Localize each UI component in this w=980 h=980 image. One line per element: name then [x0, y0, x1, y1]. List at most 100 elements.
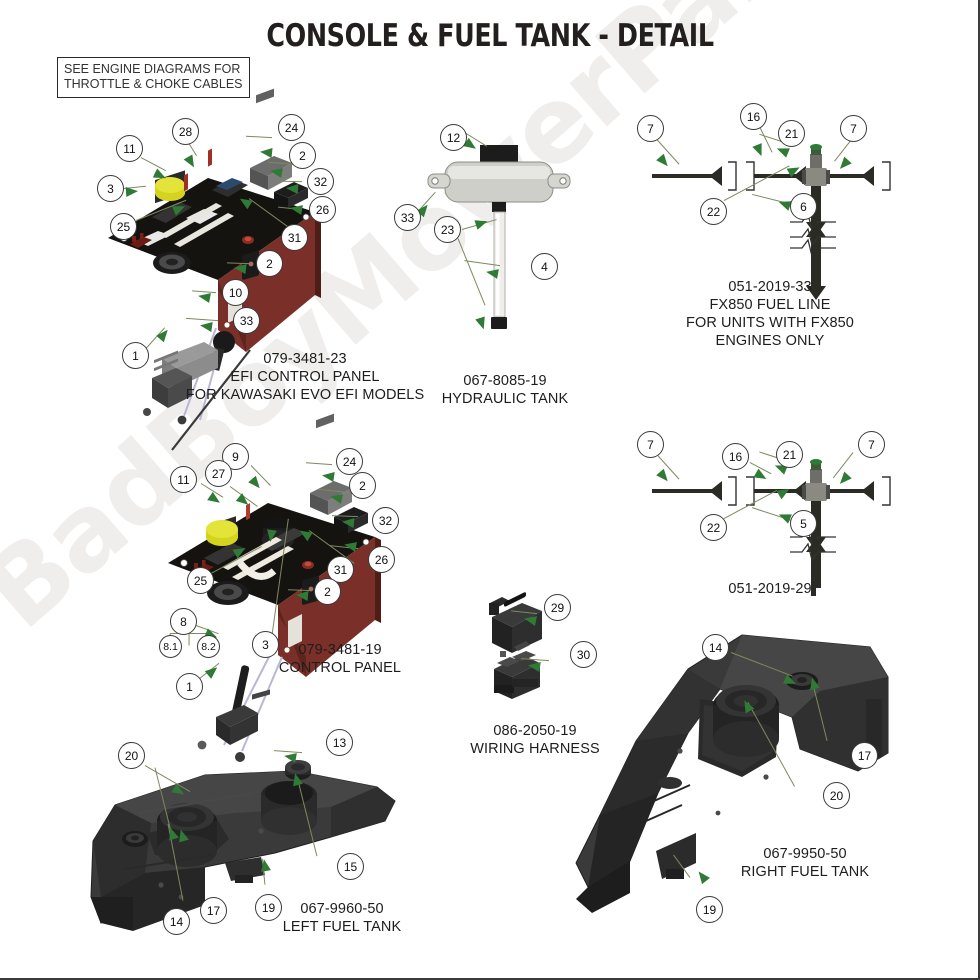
- callout-11[interactable]: 11: [116, 135, 143, 162]
- callout-7-right[interactable]: 7: [840, 115, 867, 142]
- callout-2-panel-top[interactable]: 2: [349, 472, 376, 499]
- arrow-head: [295, 589, 309, 601]
- right-fuel-tank-caption: 067-9950-50 RIGHT FUEL TANK: [700, 845, 910, 881]
- callout-19-right[interactable]: 19: [696, 896, 723, 923]
- arrow-head: [289, 202, 303, 215]
- fx850-part-number: 051-2019-33: [728, 279, 812, 295]
- callout-20-right[interactable]: 20: [823, 782, 850, 809]
- page-title: CONSOLE & FUEL TANK - DETAIL: [266, 18, 714, 54]
- callout-12[interactable]: 12: [440, 124, 467, 151]
- efi-control-panel-art: [108, 88, 321, 451]
- hyd-part-name: HYDRAULIC TANK: [441, 391, 569, 407]
- callout-24-panel[interactable]: 24: [336, 448, 363, 475]
- fuel-line-29-lower-stem: [790, 538, 836, 596]
- left-fuel-tank-caption: 067-9960-50 LEFT FUEL TANK: [232, 900, 452, 936]
- callout-14-right[interactable]: 14: [702, 634, 729, 661]
- callout-16[interactable]: 16: [740, 103, 767, 130]
- fx850-part-name: FX850 FUEL LINE: [709, 297, 831, 313]
- hydraulic-tank-art: [427, 145, 571, 329]
- callout-32-panel[interactable]: 32: [372, 507, 399, 534]
- callout-25-panel[interactable]: 25: [187, 567, 214, 594]
- arrow-head: [265, 529, 277, 543]
- callout-33[interactable]: 33: [233, 307, 260, 334]
- fuel-line-29-art: [652, 459, 891, 551]
- callout-28[interactable]: 28: [172, 118, 199, 145]
- callout-8-2[interactable]: 8.2: [197, 635, 220, 658]
- callout-16-29[interactable]: 16: [722, 443, 749, 470]
- callout-17-right[interactable]: 17: [851, 742, 878, 769]
- arrow-head: [527, 660, 541, 672]
- control-panel-art: [168, 413, 381, 762]
- right-tank-part-number: 067-9950-50: [763, 846, 847, 862]
- callout-7-right-29[interactable]: 7: [858, 431, 885, 458]
- callout-7-left-29[interactable]: 7: [637, 431, 664, 458]
- callout-21-29[interactable]: 21: [776, 441, 803, 468]
- callout-3-panel[interactable]: 3: [252, 631, 279, 658]
- arrow-head: [341, 516, 355, 528]
- hydraulic-tank-caption: 067-8085-19 HYDRAULIC TANK: [400, 372, 610, 408]
- callout-29[interactable]: 29: [544, 594, 571, 621]
- callout-30[interactable]: 30: [570, 641, 597, 668]
- arrow-head: [485, 266, 499, 279]
- callout-19-left[interactable]: 19: [255, 894, 282, 921]
- callout-1-panel[interactable]: 1: [176, 673, 203, 700]
- callout-14-left[interactable]: 14: [163, 908, 190, 935]
- callout-13-left[interactable]: 13: [326, 729, 353, 756]
- callout-27[interactable]: 27: [205, 460, 232, 487]
- harness-part-name: WIRING HARNESS: [470, 741, 600, 757]
- callout-9[interactable]: 9: [222, 443, 249, 470]
- callout-2-face[interactable]: 2: [256, 250, 283, 277]
- arrow-head: [125, 186, 139, 197]
- efi-part-number: 079-3481-23: [263, 351, 347, 367]
- callout-21[interactable]: 21: [778, 120, 805, 147]
- callout-24[interactable]: 24: [278, 114, 305, 141]
- callout-22[interactable]: 22: [700, 198, 727, 225]
- fx850-note-2: ENGINES ONLY: [715, 333, 825, 349]
- wiring-harness-art: [489, 592, 542, 699]
- fuel-line-29-caption: 051-2019-29: [650, 580, 890, 598]
- callout-8-1[interactable]: 8.1: [159, 635, 182, 658]
- callout-25[interactable]: 25: [110, 213, 137, 240]
- wiring-harness-caption: 086-2050-19 WIRING HARNESS: [410, 722, 660, 758]
- callout-15-left[interactable]: 15: [337, 853, 364, 880]
- callout-23[interactable]: 23: [434, 216, 461, 243]
- callout-7-left[interactable]: 7: [637, 115, 664, 142]
- arrow-head: [233, 262, 247, 274]
- arrow-head: [197, 290, 211, 303]
- callout-1[interactable]: 1: [122, 342, 149, 369]
- callout-10[interactable]: 10: [222, 279, 249, 306]
- callout-3[interactable]: 3: [97, 175, 124, 202]
- leader-line: [188, 633, 190, 646]
- callout-31[interactable]: 31: [281, 224, 308, 251]
- hyd-part-number: 067-8085-19: [463, 373, 547, 389]
- callout-26[interactable]: 26: [309, 196, 336, 223]
- callout-2-top[interactable]: 2: [289, 142, 316, 169]
- callout-2-panel-face[interactable]: 2: [314, 578, 341, 605]
- callout-11-panel[interactable]: 11: [170, 466, 197, 493]
- fx850-lower-stem: [790, 223, 836, 285]
- efi-part-note: FOR KAWASAKI EVO EFI MODELS: [185, 387, 425, 403]
- callout-33-hyd[interactable]: 33: [394, 204, 421, 231]
- callout-20-left[interactable]: 20: [118, 742, 145, 769]
- right-tank-part-name: RIGHT FUEL TANK: [740, 864, 870, 880]
- callout-8[interactable]: 8: [170, 608, 197, 635]
- note-line-1: SEE ENGINE DIAGRAMS FOR: [64, 62, 241, 76]
- callout-4[interactable]: 4: [531, 253, 558, 280]
- note-box: SEE ENGINE DIAGRAMS FOR THROTTLE & CHOKE…: [57, 57, 250, 98]
- callout-6[interactable]: 6: [790, 193, 817, 220]
- arrow-head: [321, 470, 335, 482]
- panel-part-name: CONTROL PANEL: [278, 660, 402, 676]
- callout-26-panel[interactable]: 26: [368, 546, 395, 573]
- arrow-head: [283, 750, 297, 763]
- callout-32[interactable]: 32: [307, 168, 334, 195]
- arrow-head: [269, 165, 283, 178]
- left-tank-part-number: 067-9960-50: [300, 901, 384, 917]
- control-panel-caption: 079-3481-19 CONTROL PANEL: [215, 641, 465, 677]
- callout-22-29[interactable]: 22: [700, 514, 727, 541]
- callout-5-29[interactable]: 5: [790, 510, 817, 537]
- callout-17-left[interactable]: 17: [200, 897, 227, 924]
- efi-panel-caption: 079-3481-23 EFI CONTROL PANEL FOR KAWASA…: [180, 350, 430, 404]
- left-tank-part-name: LEFT FUEL TANK: [282, 919, 402, 935]
- line29-part-number: 051-2019-29: [728, 581, 812, 597]
